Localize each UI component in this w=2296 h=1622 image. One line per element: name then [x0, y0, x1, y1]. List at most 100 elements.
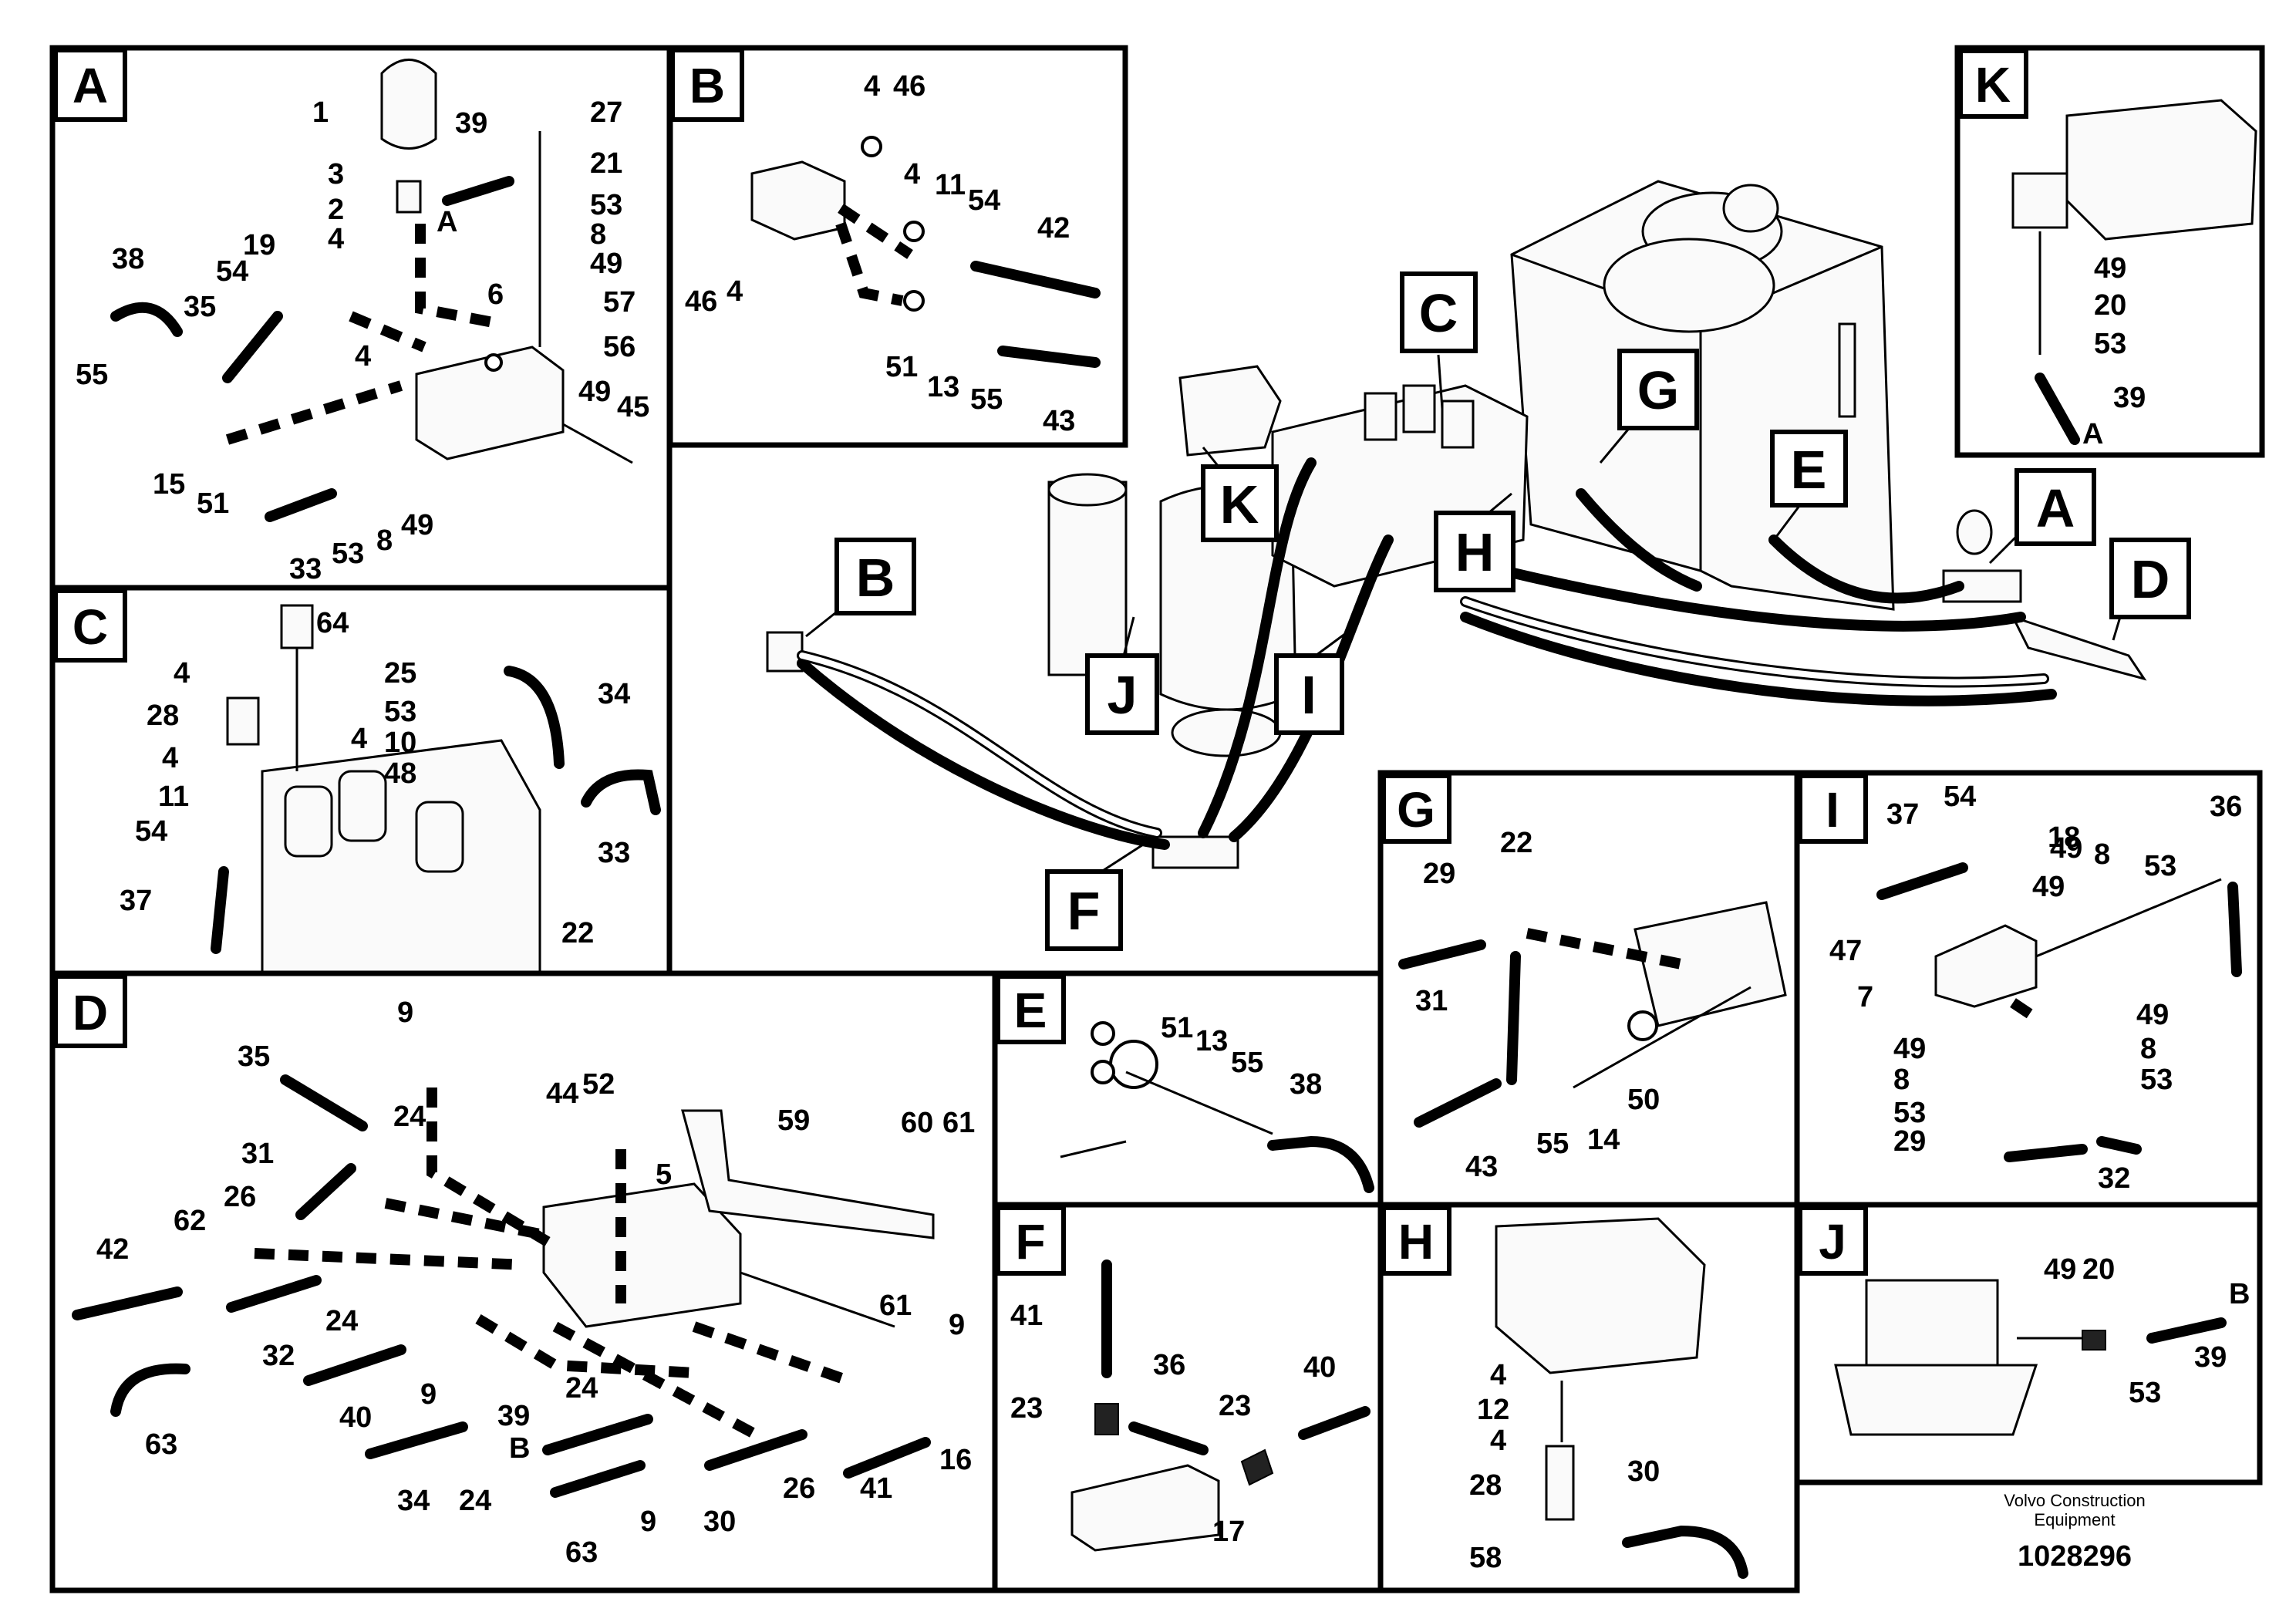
svg-text:8: 8 [2094, 838, 2110, 871]
svg-text:47: 47 [1829, 935, 1862, 967]
svg-text:60: 60 [901, 1107, 933, 1139]
svg-text:33: 33 [598, 837, 630, 869]
panel-j: J 49 20 39 53 B [1794, 1202, 2263, 1485]
svg-text:11: 11 [158, 781, 189, 813]
svg-text:9: 9 [640, 1506, 656, 1538]
svg-text:49: 49 [590, 248, 622, 280]
svg-text:53: 53 [332, 538, 364, 570]
overview-callout-j: J [1085, 653, 1159, 735]
panel-h: H 4 12 4 28 30 58 [1377, 1202, 1800, 1593]
svg-text:41: 41 [1010, 1300, 1043, 1332]
svg-text:63: 63 [565, 1536, 598, 1569]
svg-text:30: 30 [703, 1506, 736, 1538]
svg-text:36: 36 [2210, 791, 2242, 823]
svg-text:16: 16 [939, 1444, 972, 1476]
svg-text:42: 42 [96, 1233, 129, 1266]
svg-text:49: 49 [2094, 252, 2126, 285]
svg-text:8: 8 [590, 218, 606, 251]
panel-i: I 37 54 18 36 49 8 53 49 47 7 49 49 8 8 … [1794, 770, 2263, 1208]
svg-text:19: 19 [243, 229, 275, 261]
svg-text:4: 4 [162, 742, 178, 774]
svg-text:41: 41 [860, 1472, 892, 1505]
panel-b: B 4 46 4 11 54 42 46 4 51 13 55 43 [667, 45, 1128, 448]
svg-text:51: 51 [885, 351, 918, 383]
svg-text:53: 53 [2140, 1064, 2173, 1096]
svg-text:55: 55 [1536, 1128, 1569, 1160]
svg-text:55: 55 [76, 359, 108, 391]
svg-text:E: E [1014, 983, 1047, 1038]
svg-text:H: H [1398, 1214, 1434, 1270]
svg-text:J: J [1819, 1214, 1846, 1270]
svg-text:52: 52 [582, 1068, 615, 1101]
svg-text:4: 4 [328, 223, 344, 255]
svg-text:K: K [1975, 57, 2011, 113]
svg-text:A: A [72, 58, 108, 113]
svg-text:I: I [1826, 782, 1839, 838]
svg-text:4: 4 [904, 158, 920, 191]
svg-text:38: 38 [112, 243, 144, 275]
svg-text:61: 61 [942, 1107, 975, 1139]
svg-text:32: 32 [262, 1340, 295, 1372]
svg-text:61: 61 [879, 1290, 912, 1322]
svg-text:13: 13 [1195, 1025, 1228, 1057]
svg-text:59: 59 [777, 1104, 810, 1137]
svg-text:2: 2 [328, 194, 344, 226]
company-line-1: Volvo Construction [2004, 1491, 2145, 1510]
svg-text:64: 64 [316, 607, 349, 639]
svg-text:31: 31 [241, 1138, 274, 1170]
svg-text:33: 33 [289, 553, 322, 585]
svg-text:53: 53 [2129, 1377, 2161, 1409]
svg-text:11: 11 [935, 169, 966, 201]
svg-text:46: 46 [685, 285, 717, 318]
svg-text:56: 56 [603, 331, 636, 363]
svg-text:54: 54 [135, 815, 167, 848]
svg-text:46: 46 [893, 70, 925, 103]
panel-f: F 41 36 23 23 40 17 [992, 1202, 1384, 1593]
svg-text:20: 20 [2082, 1253, 2115, 1286]
svg-text:I: I [1301, 665, 1316, 725]
svg-text:29: 29 [1423, 858, 1455, 890]
svg-text:63: 63 [145, 1428, 177, 1461]
svg-text:4: 4 [355, 340, 371, 373]
svg-text:49: 49 [1893, 1033, 1926, 1065]
panel-c: C 64 4 28 4 4 11 54 37 25 53 10 48 34 33… [49, 585, 673, 976]
svg-text:4: 4 [1490, 1425, 1506, 1457]
svg-text:15: 15 [153, 468, 185, 501]
svg-text:36: 36 [1153, 1349, 1185, 1381]
svg-text:7: 7 [1857, 981, 1873, 1013]
svg-text:49: 49 [2032, 871, 2065, 903]
svg-text:8: 8 [2140, 1033, 2156, 1065]
svg-text:9: 9 [397, 996, 413, 1029]
overview-callout-d: D [2109, 538, 2191, 619]
svg-text:51: 51 [1161, 1012, 1193, 1044]
svg-text:40: 40 [339, 1401, 372, 1434]
svg-text:29: 29 [1893, 1125, 1926, 1158]
svg-text:24: 24 [325, 1305, 358, 1337]
svg-text:G: G [1637, 360, 1679, 420]
panel-k: K 49 20 53 39 A [1954, 45, 2265, 458]
panel-d: D 9 35 44 52 59 60 61 31 24 26 42 62 5 [49, 970, 998, 1593]
overview-callout-i: I [1274, 653, 1344, 735]
svg-text:B: B [856, 548, 895, 608]
svg-text:35: 35 [238, 1040, 270, 1073]
svg-text:C: C [1419, 283, 1458, 343]
svg-text:13: 13 [927, 371, 959, 403]
svg-text:32: 32 [2098, 1162, 2130, 1195]
overview-callout-f: F [1045, 869, 1123, 951]
svg-text:43: 43 [1465, 1151, 1498, 1183]
svg-text:D: D [2131, 549, 2170, 609]
company-line-2: Equipment [2034, 1510, 2115, 1529]
svg-text:20: 20 [2094, 289, 2126, 322]
svg-text:A: A [2036, 478, 2075, 538]
overview-callout-k: K [1201, 464, 1279, 542]
svg-text:D: D [72, 985, 108, 1040]
svg-text:53: 53 [384, 696, 416, 728]
svg-text:4: 4 [864, 70, 880, 103]
overview-callout-e: E [1770, 430, 1848, 508]
svg-text:12: 12 [1477, 1394, 1509, 1426]
svg-text:C: C [72, 599, 108, 655]
svg-text:1: 1 [312, 96, 329, 129]
svg-text:35: 35 [184, 291, 216, 323]
panel-a: A 1 39 27 21 3 2 53 8 4 49 57 56 6 19 38… [49, 45, 673, 591]
